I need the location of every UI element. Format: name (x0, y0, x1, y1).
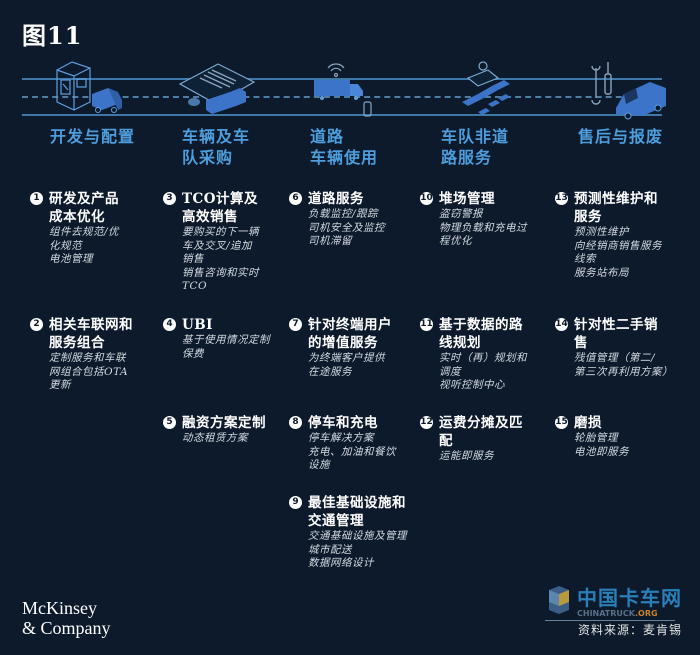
item-number-badge: 1 (30, 192, 43, 205)
item-number-badge: 8 (289, 416, 302, 429)
item-4: 4 UBI 基于使用情况定制保费 (163, 316, 293, 361)
item-title: 道路服务 (308, 191, 364, 207)
item-description: 盗窃警报物理负载和充电过程优化 (439, 208, 527, 247)
stage-label-line: 路服务 (441, 148, 493, 167)
item-7: 7 针对终端用户的增值服务 为终端客户提供在途服务 (289, 316, 419, 379)
tools-van-icon (591, 62, 666, 120)
item-title: 相关车联网和服务组合 (49, 317, 133, 351)
item-title: TCO计算及高效销售 (182, 191, 259, 225)
item-title: UBI (182, 317, 213, 333)
item-9: 9 最佳基础设施和交通管理 交通基础设施及管理城市配送数据网络设计 (289, 494, 439, 571)
item-13: 13 预测性维护和服务 预测性维护向经销商销售服务线索服务站布局 (555, 190, 685, 280)
road-top-line (22, 78, 662, 80)
item-number-badge: 11 (420, 318, 433, 331)
item-title: 停车和充电 (308, 415, 378, 431)
item-title: 基于数据的路线规划 (439, 317, 523, 351)
item-title: 磨损 (574, 415, 602, 431)
value-chain-road (22, 74, 662, 120)
item-title: 针对性二手销售 (574, 317, 658, 351)
item-description: 预测性维护向经销商销售服务线索服务站布局 (574, 226, 662, 279)
item-number-badge: 10 (420, 192, 433, 205)
item-number-badge: 5 (163, 416, 176, 429)
item-number-badge: 13 (555, 192, 568, 205)
item-number-badge: 14 (555, 318, 568, 331)
item-number-badge: 9 (289, 496, 302, 509)
watermark-cn: 中国卡车网 (577, 586, 682, 610)
item-15: 15 磨损 轮胎管理电池即服务 (555, 414, 685, 459)
item-number-badge: 6 (289, 192, 302, 205)
item-description: 基于使用情况定制保费 (182, 334, 270, 360)
stage-label-development: 开发与配置 (50, 126, 135, 147)
item-14: 14 针对性二手销售 残值管理（第二/第三次再利用方案） (555, 316, 685, 379)
item-description: 实时（再）规划和调度视听控制中心 (439, 352, 527, 391)
driver-fleet-icon (462, 61, 510, 115)
item-1: 1 研发及产品成本优化 组件去规范/优化规范电池管理 (30, 190, 160, 267)
cube-logo-icon (549, 586, 569, 614)
item-8: 8 停车和充电 停车解决方案充电、加油和餐饮设施 (289, 414, 419, 473)
item-title: 研发及产品成本优化 (49, 191, 119, 225)
road-bottom-line (22, 114, 662, 116)
item-6: 6 道路服务 负载监控/跟踪司机安全及监控司机滞留 (289, 190, 419, 249)
item-description: 运能即服务 (439, 450, 494, 462)
connected-truck-icon (314, 63, 372, 117)
item-number-badge: 12 (420, 416, 433, 429)
item-description: 残值管理（第二/第三次再利用方案） (574, 352, 673, 378)
item-12: 12 运费分摊及匹配 运能即服务 (420, 414, 550, 464)
item-description: 组件去规范/优化规范电池管理 (49, 226, 120, 265)
watermark-en: CHINATRUCK.ORG (577, 609, 658, 618)
item-11: 11 基于数据的路线规划 实时（再）规划和调度视听控制中心 (420, 316, 550, 393)
stage-label-line: 售后与报废 (578, 127, 664, 146)
figure-title: 图11 (22, 21, 83, 50)
item-number-badge: 15 (555, 416, 568, 429)
stage-label-aftersales: 售后与报废 (578, 126, 663, 147)
stage-label-line: 队采购 (182, 148, 234, 167)
factory-truck-icon (56, 61, 122, 113)
item-title: 预测性维护和服务 (574, 191, 658, 225)
item-description: 交通基础设施及管理城市配送数据网络设计 (308, 530, 407, 569)
item-title: 针对终端用户的增值服务 (308, 317, 392, 351)
stage-label-line: 道路 (310, 127, 345, 146)
item-title: 最佳基础设施和交通管理 (308, 495, 406, 529)
logo-line: McKinsey (22, 598, 97, 618)
item-description: 动态租赁方案 (182, 432, 248, 444)
source-note: 资料来源：麦肯锡 (578, 623, 683, 637)
item-10: 10 堆场管理 盗窃警报物理负载和充电过程优化 (420, 190, 550, 249)
stage-label-line: 开发与配置 (50, 127, 136, 146)
item-title: 融资方案定制 (182, 415, 266, 431)
stage-label-offroad-services: 车队非道 路服务 (441, 126, 509, 168)
stage-label-line: 车队非道 (441, 127, 510, 146)
item-description: 为终端客户提供在途服务 (308, 352, 385, 378)
item-number-badge: 3 (163, 192, 176, 205)
item-description: 负载监控/跟踪司机安全及监控司机滞留 (308, 208, 385, 247)
road-center-dash (22, 96, 662, 98)
item-number-badge: 4 (163, 318, 176, 331)
item-number-badge: 7 (289, 318, 302, 331)
item-number-badge: 2 (30, 318, 43, 331)
contract-fleet-icon (178, 63, 256, 114)
stage-label-line: 车辆使用 (310, 148, 379, 167)
item-description: 停车解决方案充电、加油和餐饮设施 (308, 432, 396, 471)
stage-label-line: 车辆及车 (182, 127, 251, 146)
stage-label-road-usage: 道路 车辆使用 (310, 126, 378, 168)
chinatruck-watermark: 中国卡车网 CHINATRUCK.ORG (543, 580, 693, 640)
item-title: 运费分摊及匹配 (439, 415, 523, 449)
stage-label-procurement: 车辆及车 队采购 (182, 126, 250, 168)
item-description: 轮胎管理电池即服务 (574, 432, 629, 458)
item-title: 堆场管理 (439, 191, 495, 207)
item-5: 5 融资方案定制 动态租赁方案 (163, 414, 293, 446)
logo-line: & Company (22, 618, 111, 638)
watermark-divider (545, 620, 675, 621)
mckinsey-logo: McKinsey & Company (22, 598, 111, 638)
